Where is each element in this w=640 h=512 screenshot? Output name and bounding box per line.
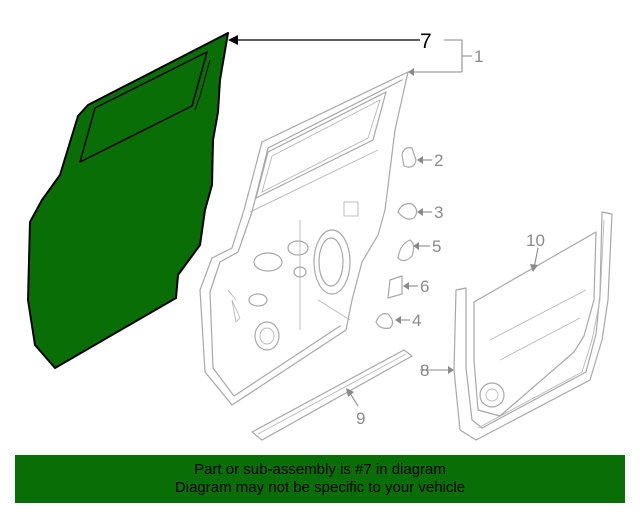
part-8-weatherstrip bbox=[420, 211, 613, 441]
door-outer-panel-part-7[interactable] bbox=[27, 32, 229, 369]
callout-label-6: 6 bbox=[420, 277, 429, 296]
callout-leader-7 bbox=[228, 35, 420, 45]
callout-label-9: 9 bbox=[356, 409, 365, 428]
part-10-watershield bbox=[473, 231, 597, 417]
part-4-bumper bbox=[375, 313, 410, 329]
door-shell-part-1 bbox=[199, 68, 462, 406]
part-9-moulding bbox=[251, 349, 413, 441]
callout-label-4: 4 bbox=[412, 311, 421, 330]
callout-label-1: 1 bbox=[474, 47, 483, 66]
footer-line-1: Part or sub-assembly is #7 in diagram bbox=[194, 461, 446, 478]
part-6-pad bbox=[387, 275, 418, 299]
callout-label-3: 3 bbox=[434, 203, 443, 222]
footer-line-2: Diagram may not be specific to your vehi… bbox=[174, 479, 466, 496]
callout-label-10: 10 bbox=[526, 231, 545, 250]
callout-bracket-1 bbox=[444, 39, 472, 72]
part-2-cap bbox=[401, 147, 432, 168]
footer-banner: Part or sub-assembly is #7 in diagram Di… bbox=[15, 455, 625, 503]
callout-label-8: 8 bbox=[420, 361, 429, 380]
parts-diagram: 1 7 2 3 5 6 4 9 bbox=[27, 30, 613, 441]
callout-label-7: 7 bbox=[420, 30, 432, 53]
callout-label-5: 5 bbox=[432, 237, 441, 256]
part-5-grommet bbox=[397, 239, 430, 262]
callout-label-2: 2 bbox=[434, 151, 443, 170]
part-3-plug bbox=[397, 203, 432, 220]
